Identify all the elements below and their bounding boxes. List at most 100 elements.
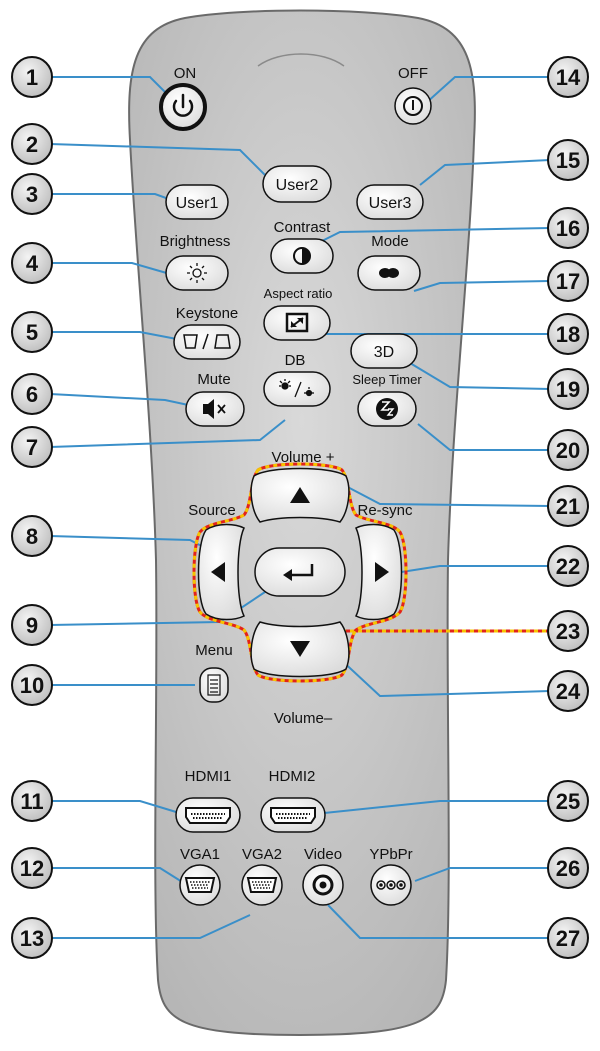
contrast-button[interactable] <box>270 238 334 274</box>
callout-25: 25 <box>547 780 589 822</box>
callout-12: 12 <box>11 847 53 889</box>
svg-text:16: 16 <box>556 216 580 241</box>
callout-13: 13 <box>11 917 53 959</box>
callout-4: 4 <box>11 242 53 284</box>
svg-text:8: 8 <box>26 524 38 549</box>
svg-text:13: 13 <box>20 926 44 951</box>
arrow-up-icon <box>290 487 310 503</box>
user3-button[interactable]: User3 <box>356 184 424 220</box>
enter-button[interactable] <box>254 547 346 597</box>
button-labels: ON OFF Contrast Brightness Mode Aspect r… <box>160 65 428 863</box>
svg-text:18: 18 <box>556 322 580 347</box>
arrow-down-icon <box>290 641 310 657</box>
svg-text:1: 1 <box>26 65 38 90</box>
arrow-left-icon <box>211 562 225 582</box>
svg-text:3: 3 <box>26 182 38 207</box>
svg-text:21: 21 <box>556 494 580 519</box>
callout-23: 23 <box>547 610 589 652</box>
3d-button[interactable]: 3D <box>350 333 418 369</box>
brightness-button[interactable] <box>165 255 229 291</box>
menu-button[interactable] <box>199 667 229 703</box>
svg-text:5: 5 <box>26 320 38 345</box>
callout-24: 24 <box>547 670 589 712</box>
arrow-right-icon <box>375 562 389 582</box>
svg-text:Mode: Mode <box>371 233 409 250</box>
svg-text:Re-sync: Re-sync <box>357 502 413 519</box>
source-left-button[interactable] <box>197 523 246 621</box>
vga1-button[interactable] <box>179 864 221 906</box>
enter-icon <box>283 564 314 581</box>
mute-button[interactable] <box>185 391 245 427</box>
svg-text:Video: Video <box>304 846 342 863</box>
callout-17: 17 <box>547 260 589 302</box>
navigation-cluster <box>192 462 408 683</box>
power-on-button[interactable] <box>159 83 207 131</box>
sleep-timer-button[interactable] <box>357 391 417 427</box>
svg-text:HDMI2: HDMI2 <box>269 768 316 785</box>
hdmi-port-icon <box>270 807 316 824</box>
svg-text:Menu: Menu <box>195 642 233 659</box>
svg-text:15: 15 <box>556 148 580 173</box>
hdmi-port-icon <box>185 807 231 824</box>
keystone-icon <box>183 333 231 350</box>
svg-text:Brightness: Brightness <box>160 233 231 250</box>
callout-1: 1 <box>11 56 53 98</box>
svg-text:11: 11 <box>20 789 43 814</box>
user2-button[interactable]: User2 <box>262 165 332 203</box>
callout-numbers-right: 14 15 16 17 18 19 20 21 22 23 24 25 26 2… <box>547 56 589 959</box>
hdmi2-button[interactable] <box>260 797 326 833</box>
hdmi1-button[interactable] <box>175 797 241 833</box>
callout-6: 6 <box>11 373 53 415</box>
svg-text:2: 2 <box>26 132 38 157</box>
svg-text:20: 20 <box>556 438 580 463</box>
svg-text:9: 9 <box>26 613 38 638</box>
svg-text:17: 17 <box>556 269 580 294</box>
callout-20: 20 <box>547 429 589 471</box>
svg-text:3D: 3D <box>374 344 394 361</box>
video-button[interactable] <box>302 864 344 906</box>
callout-27: 27 <box>547 917 589 959</box>
svg-text:Contrast: Contrast <box>274 219 332 236</box>
user1-button[interactable]: User1 <box>165 184 229 220</box>
re-sync-right-button[interactable] <box>354 523 403 621</box>
svg-text:26: 26 <box>556 856 580 881</box>
svg-text:Volume +: Volume + <box>272 449 335 466</box>
callout-5: 5 <box>11 311 53 353</box>
svg-text:22: 22 <box>556 554 580 579</box>
aspect-ratio-icon <box>285 312 309 333</box>
svg-text:12: 12 <box>20 856 44 881</box>
callout-3: 3 <box>11 173 53 215</box>
keystone-button[interactable] <box>173 324 241 360</box>
aspect-ratio-button[interactable] <box>263 305 331 341</box>
svg-text:7: 7 <box>26 435 38 460</box>
contrast-icon <box>293 247 311 265</box>
svg-text:HDMI1: HDMI1 <box>185 768 232 785</box>
callout-2: 2 <box>11 123 53 165</box>
svg-text:4: 4 <box>26 251 39 276</box>
volume-up-button[interactable] <box>250 467 350 523</box>
power-icon <box>172 93 194 117</box>
svg-text:Mute: Mute <box>197 371 230 388</box>
callout-9: 9 <box>11 604 53 646</box>
svg-text:Aspect ratio: Aspect ratio <box>264 286 333 301</box>
power-off-button[interactable] <box>394 87 432 125</box>
svg-text:14: 14 <box>556 65 581 90</box>
callout-21: 21 <box>547 485 589 527</box>
db-button[interactable] <box>263 371 331 407</box>
svg-text:User1: User1 <box>176 195 219 212</box>
rca-port-icon <box>312 874 334 896</box>
component-port-icon <box>376 880 406 890</box>
callout-lines <box>49 76 551 939</box>
ypbpr-button[interactable] <box>370 864 412 906</box>
svg-text:10: 10 <box>20 673 44 698</box>
sun-icon <box>187 263 207 283</box>
svg-text:Sleep Timer: Sleep Timer <box>352 372 422 387</box>
callout-8: 8 <box>11 515 53 557</box>
vga2-button[interactable] <box>241 864 283 906</box>
callout-10: 10 <box>11 664 53 706</box>
mode-button[interactable] <box>357 255 421 291</box>
volume-down-button[interactable] <box>250 621 350 678</box>
callout-7: 7 <box>11 426 53 468</box>
